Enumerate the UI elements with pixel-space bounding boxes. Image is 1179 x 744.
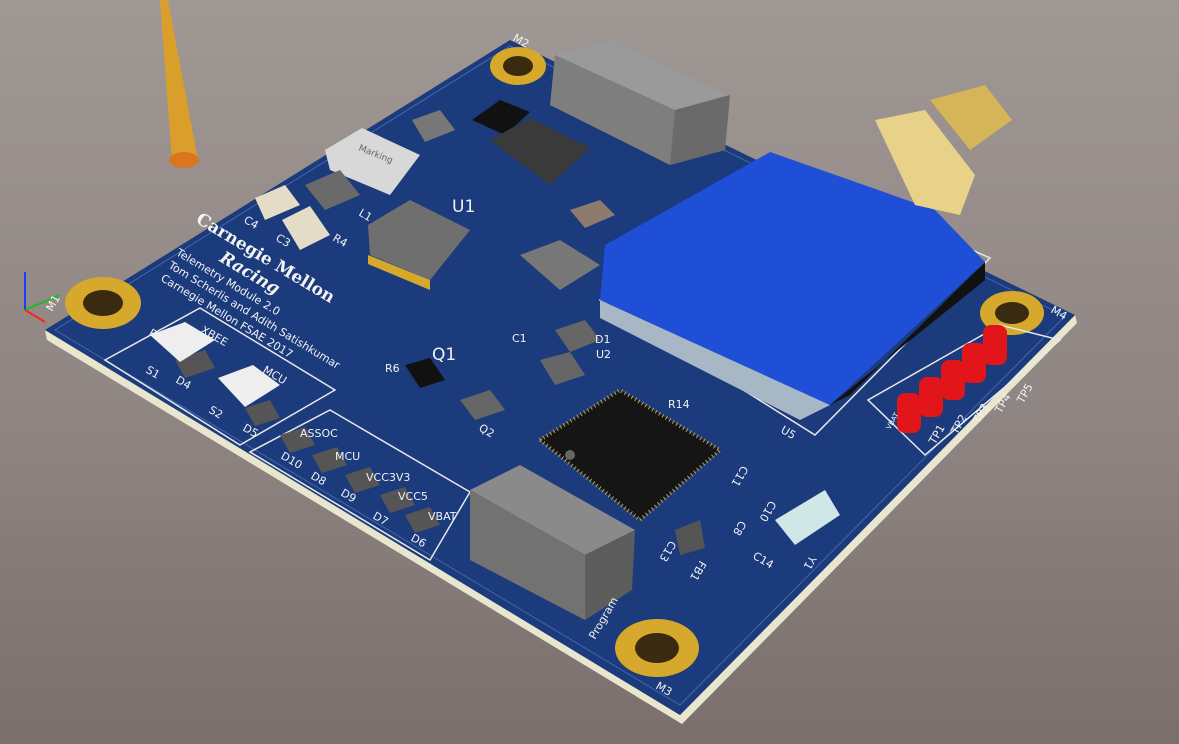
label-vcc3v3: VCC3V3 (366, 471, 410, 484)
label-d1: D1 (595, 333, 610, 346)
label-s1: S1 (144, 363, 163, 381)
sma-connector (875, 85, 1012, 215)
power-connector (550, 40, 730, 165)
label-q1: Q1 (432, 345, 456, 365)
label-s2: S2 (207, 403, 226, 421)
test-points (897, 325, 1007, 433)
u1-pads (368, 255, 430, 290)
label-vcc5: VCC5 (398, 490, 428, 503)
label-u1: U1 (452, 197, 475, 217)
cone-marker (160, 0, 198, 162)
label-r6: R6 (385, 362, 400, 375)
label-l1: L1 (357, 206, 375, 224)
label-u2: U2 (596, 348, 611, 361)
label-assoc: ASSOC (300, 427, 338, 440)
label-y1: Y1 (801, 553, 820, 572)
xbee-module (600, 152, 985, 420)
label-c8: C8 (730, 519, 749, 538)
regulator (472, 100, 530, 135)
axis-gizmo (24, 272, 61, 323)
label-tp5: TP5 (1014, 381, 1036, 406)
label-r14: R14 (668, 398, 690, 411)
tact-switches (150, 322, 280, 407)
label-vbat: VBAT (428, 510, 457, 523)
program-header (470, 465, 635, 620)
mounting-holes (65, 47, 1044, 677)
u1-ic (368, 200, 470, 280)
mcu-qfp (536, 387, 724, 523)
pin1-marker (565, 450, 575, 460)
dpak (490, 118, 590, 185)
inductor (325, 128, 420, 195)
label-c1: C1 (512, 332, 527, 345)
label-mcu-led: MCU (335, 450, 360, 463)
cone-base (169, 152, 199, 168)
crystal-y1 (775, 490, 840, 545)
label-c4: C4 (242, 213, 261, 232)
label-r4: R4 (331, 231, 350, 250)
label-c3: C3 (274, 231, 293, 250)
passives (175, 110, 705, 555)
